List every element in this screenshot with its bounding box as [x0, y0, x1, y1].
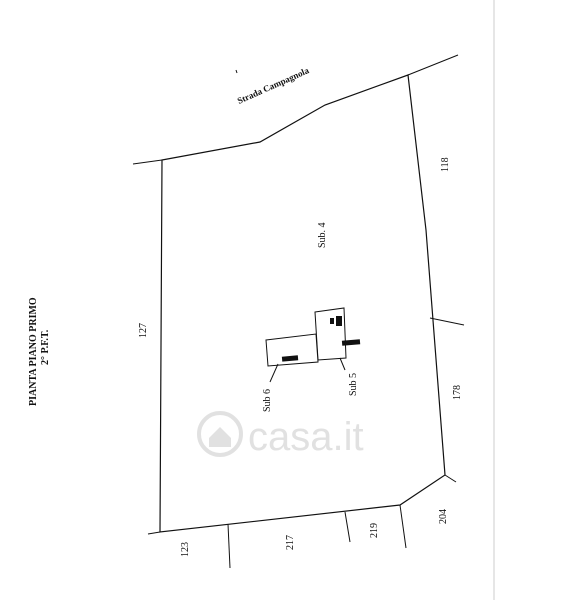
- boundary-stub-219: [399, 504, 407, 549]
- parcel-219: 219: [369, 523, 380, 538]
- watermark: casa.it: [197, 411, 364, 459]
- boundary-stub-178: [429, 317, 465, 326]
- leader-sub5: [339, 357, 346, 371]
- leader-sub6: [269, 363, 279, 383]
- boundary-stub-204: [444, 474, 457, 483]
- building-sub6: [265, 333, 319, 367]
- stair-hatch-3: [281, 355, 299, 362]
- stair-hatch-1: [336, 316, 342, 326]
- parcel-204: 204: [438, 509, 449, 524]
- plan-title-line2: 2° P.F.T.: [40, 329, 51, 365]
- subunit-sub5: Sub 5: [348, 373, 359, 396]
- boundary-stub-bottom-left: [147, 531, 161, 535]
- tick-mark: [235, 69, 238, 74]
- parcel-178: 178: [452, 385, 463, 400]
- plan-title-line1: PIANTA PIANO PRIMO: [28, 297, 39, 406]
- subunit-sub4: Sub. 4: [317, 222, 328, 248]
- subunit-sub6: Sub 6: [262, 389, 273, 412]
- building-sub5: [314, 307, 347, 361]
- road-edge-line-right: [407, 54, 459, 76]
- boundary-stub-217b: [344, 511, 351, 543]
- watermark-text: casa.it: [248, 415, 364, 459]
- house-icon: [197, 411, 243, 457]
- parcel-118: 118: [440, 157, 451, 172]
- road-edge-line: [132, 159, 163, 165]
- stair-hatch-2: [341, 339, 361, 346]
- parcel-123: 123: [180, 542, 191, 557]
- parcel-127: 127: [138, 323, 149, 338]
- road-label: Strada Campagnola: [236, 65, 311, 106]
- lot-boundary: [159, 74, 446, 533]
- parcel-217: 217: [285, 535, 296, 550]
- stair-hatch-4: [330, 318, 334, 324]
- boundary-stub-217a: [227, 523, 231, 569]
